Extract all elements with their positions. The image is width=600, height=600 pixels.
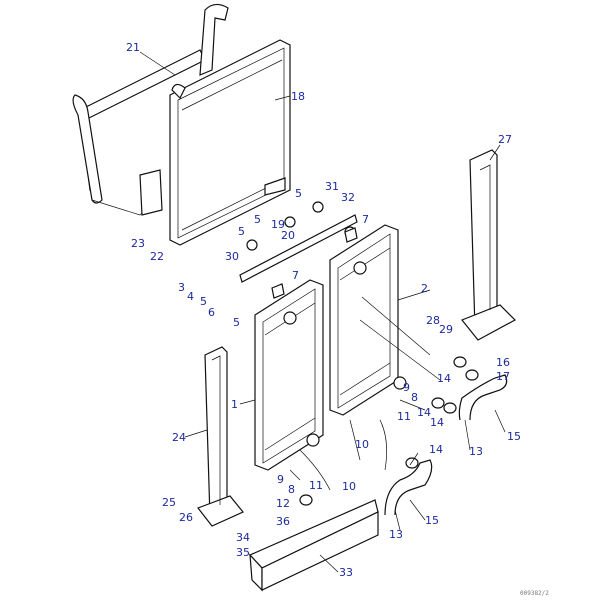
callout: 24: [172, 431, 186, 444]
drawing-code: 009382/2: [520, 590, 549, 597]
callout: 17: [496, 370, 510, 383]
callout: 25: [162, 496, 176, 509]
callout: 32: [341, 191, 355, 204]
callout: 35: [236, 546, 250, 559]
part-21-cooler: [72, 3, 229, 216]
callout: 16: [496, 356, 510, 369]
part-33-guard: [248, 499, 379, 592]
part-27-stay: [461, 149, 516, 341]
callout: 7: [292, 269, 299, 282]
callout: 15: [425, 514, 439, 527]
callout: 1: [231, 398, 238, 411]
callout: 10: [342, 480, 356, 493]
part-30-bracket: [239, 201, 358, 283]
callout: 11: [397, 410, 411, 423]
callout: 15: [507, 430, 521, 443]
callout: 30: [225, 250, 239, 263]
callout: 33: [339, 566, 353, 579]
callout: 26: [179, 511, 193, 524]
cap-icon: [344, 227, 358, 243]
callout: 27: [498, 133, 512, 146]
callout: 11: [309, 479, 323, 492]
callout: 13: [469, 445, 483, 458]
callout: 3: [178, 281, 185, 294]
callout: 14: [417, 406, 431, 419]
callout: 10: [355, 438, 369, 451]
callout: 20: [281, 229, 295, 242]
callout: 12: [276, 497, 290, 510]
callout: 5: [295, 187, 302, 200]
callout: 9: [403, 381, 410, 394]
callout: 14: [430, 416, 444, 429]
callout: 6: [208, 306, 215, 319]
cap-icon: [271, 283, 285, 299]
part-18-core: [169, 39, 291, 246]
callout: 29: [439, 323, 453, 336]
callout: 5: [233, 316, 240, 329]
hose-13-lower: [384, 459, 433, 516]
callout-labels: 21 18 27 5 31 32 5 19 20 7 5 23 22 30 7 …: [126, 41, 521, 579]
leader-lines: [139, 51, 506, 573]
hose-10-11: [299, 419, 387, 491]
callout: 5: [238, 225, 245, 238]
callout: 31: [325, 180, 339, 193]
hose-13-upper: [458, 374, 508, 421]
callout: 2: [421, 282, 428, 295]
part-1-radiator: [254, 279, 324, 471]
callout: 5: [200, 295, 207, 308]
callout: 28: [426, 314, 440, 327]
callout: 9: [277, 473, 284, 486]
callout: 5: [254, 213, 261, 226]
callout: 13: [389, 528, 403, 541]
callout: 14: [437, 372, 451, 385]
callout: 23: [131, 237, 145, 250]
part-2-radiator: [329, 224, 407, 416]
callout: 8: [411, 391, 418, 404]
callout: 18: [291, 90, 305, 103]
callout: 19: [271, 218, 285, 231]
callout: 21: [126, 41, 140, 54]
callout: 22: [150, 250, 164, 263]
callout: 4: [187, 290, 194, 303]
part-24-stay: [197, 346, 244, 527]
callout: 36: [276, 515, 290, 528]
callout: 14: [429, 443, 443, 456]
callout: 7: [362, 213, 369, 226]
clamps-14: [299, 356, 479, 506]
callout: 8: [288, 483, 295, 496]
callout: 34: [236, 531, 250, 544]
